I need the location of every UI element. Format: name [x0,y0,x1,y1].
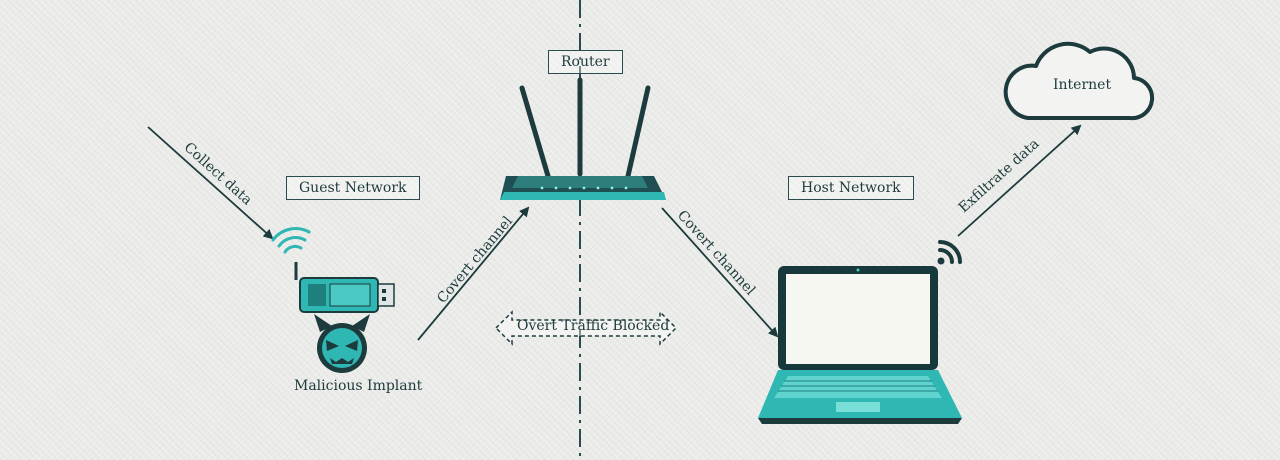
router-icon [500,77,666,200]
overt-traffic-blocked-label: Overt Traffic Blocked [517,318,670,334]
host-network-label: Host Network [788,176,914,200]
laptop-icon [758,266,962,424]
malicious-implant-label: Malicious Implant [294,378,423,394]
guest-network-label: Guest Network [286,176,420,200]
usb-implant-icon [294,262,395,313]
covert-channel-left-arrow [417,206,530,341]
wifi-signal-icon [271,227,311,254]
exfiltrate-data-arrow [957,124,1082,237]
covert-channel-right-arrow [661,207,779,338]
cloud-icon [1003,41,1155,121]
router-label: Router [548,50,623,74]
internet-label: Internet [1053,77,1112,93]
laptop-wifi-icon [937,240,962,265]
malicious-devil-icon [314,314,370,373]
overt-traffic-blocked-arrow [494,310,678,346]
collect-data-arrow [147,126,274,240]
